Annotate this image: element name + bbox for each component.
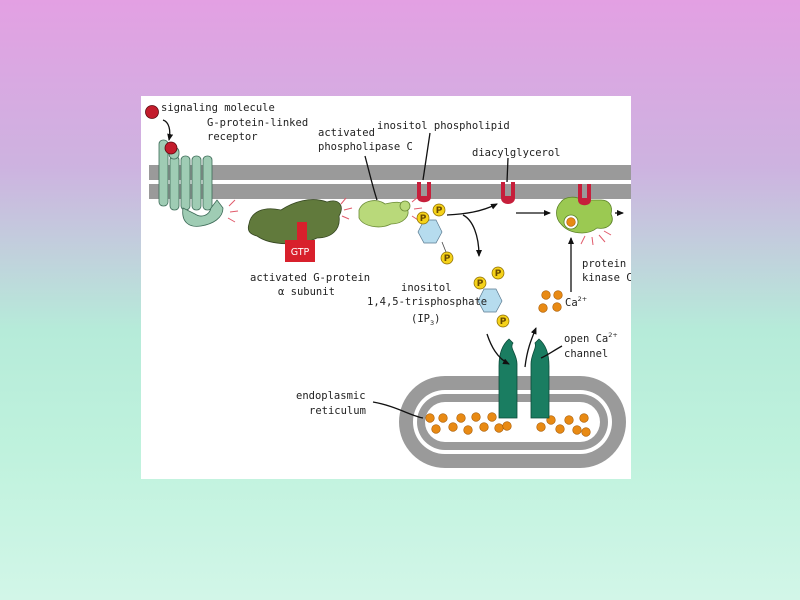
svg-text:P: P [477, 279, 484, 289]
calcium-ion [502, 421, 512, 431]
plc-label-line2: phospholipase C [318, 141, 413, 153]
phosphate-group [416, 211, 430, 225]
pkc-activation-sparks [580, 230, 612, 246]
calcium-ion [456, 413, 466, 423]
receptor-label-line2: receptor [207, 131, 258, 143]
protein-kinase-c [556, 184, 613, 234]
er-label-arrow [372, 401, 424, 419]
plc-label-arrow [364, 155, 378, 201]
phospholipase-c [358, 200, 411, 228]
calcium-ion [463, 425, 473, 435]
channel-label-arrow [540, 345, 563, 359]
receptor-activation-sparks [227, 199, 239, 223]
ip3-release-arrow [462, 214, 482, 257]
gprotein-label-line1: activated G-protein [250, 272, 370, 284]
calcium-ion [471, 412, 481, 422]
calcium-label: Ca2+ [565, 295, 587, 309]
gprotein-label-line2: α subunit [278, 286, 335, 298]
figure-labels: signaling molecule G-protein-linked rece… [161, 102, 631, 417]
er-label-line2: reticulum [309, 405, 366, 417]
dag-label-arrow [506, 157, 509, 183]
calcium-ion [536, 422, 546, 432]
calcium-ion [494, 423, 504, 433]
plc-label-line1: activated [318, 127, 375, 139]
bound-signaling-molecule [164, 141, 178, 155]
calcium-ion [479, 422, 489, 432]
er-label-line1: endoplasmic [296, 390, 366, 402]
g-protein-linked-receptor [158, 139, 224, 227]
gprotein-activation-sparks [340, 197, 353, 220]
calcium-ion [541, 290, 551, 300]
ip3-label-line2: 1,4,5-trisphosphate [367, 296, 487, 308]
pip2-label-arrow [422, 132, 431, 181]
calcium-ion [572, 425, 582, 435]
pkc-label-line1: protein [582, 258, 626, 270]
channel-label-line2: channel [564, 348, 608, 360]
ip3-label-line3: (IP3) [411, 313, 440, 327]
calcium-ion [555, 424, 565, 434]
diacylglycerol [501, 182, 515, 204]
svg-text:P: P [500, 317, 507, 327]
ip3-label-line1: inositol [401, 282, 452, 294]
phosphate-group [491, 266, 505, 280]
signaling-pathway-figure: GTP P P P P P P [141, 96, 631, 479]
phosphate-group [496, 314, 510, 328]
ip3-molecule: P P P [473, 266, 510, 328]
calcium-ion [487, 412, 497, 422]
er-calcium-ions [425, 412, 591, 437]
svg-text:P: P [420, 214, 427, 224]
calcium-ion [579, 413, 589, 423]
calcium-ion [448, 422, 458, 432]
dag-label: diacylglycerol [472, 147, 561, 159]
calcium-ion [538, 303, 548, 313]
signal-binding-arrow [162, 119, 174, 141]
svg-text:P: P [444, 254, 451, 264]
plasma-membrane [149, 165, 631, 199]
calcium-ion [431, 424, 441, 434]
endoplasmic-reticulum [399, 376, 626, 468]
ip3-to-channel-arrow [486, 333, 510, 365]
pkc-label-line2: kinase C [582, 272, 631, 284]
phosphate-group [440, 251, 454, 265]
gtp-label: GTP [291, 247, 310, 258]
calcium-ion [438, 413, 448, 423]
pathway-arrows [162, 119, 624, 419]
calcium-ion [552, 302, 562, 312]
phosphate-group [473, 276, 487, 290]
bound-calcium-ion [566, 217, 576, 227]
calcium-release-arrow [524, 327, 537, 368]
signaling-molecule-label: signaling molecule [161, 102, 275, 114]
dag-arrow [446, 203, 498, 216]
receptor-label-line1: G-protein-linked [207, 117, 308, 129]
svg-text:P: P [495, 269, 502, 279]
calcium-ion [581, 427, 591, 437]
g-protein-alpha-subunit: GTP [247, 199, 342, 262]
pip2-label: inositol phospholipid [377, 120, 510, 132]
svg-text:P: P [436, 206, 443, 216]
phosphate-group [432, 203, 446, 217]
inositol-phospholipid: P P P [416, 182, 454, 265]
cytosolic-calcium-ions [538, 290, 563, 313]
calcium-ion [425, 413, 435, 423]
signaling-molecule-icon [145, 105, 159, 119]
calcium-ion [553, 290, 563, 300]
calcium-ion [564, 415, 574, 425]
channel-label-line1: open Ca2+ [564, 331, 618, 345]
